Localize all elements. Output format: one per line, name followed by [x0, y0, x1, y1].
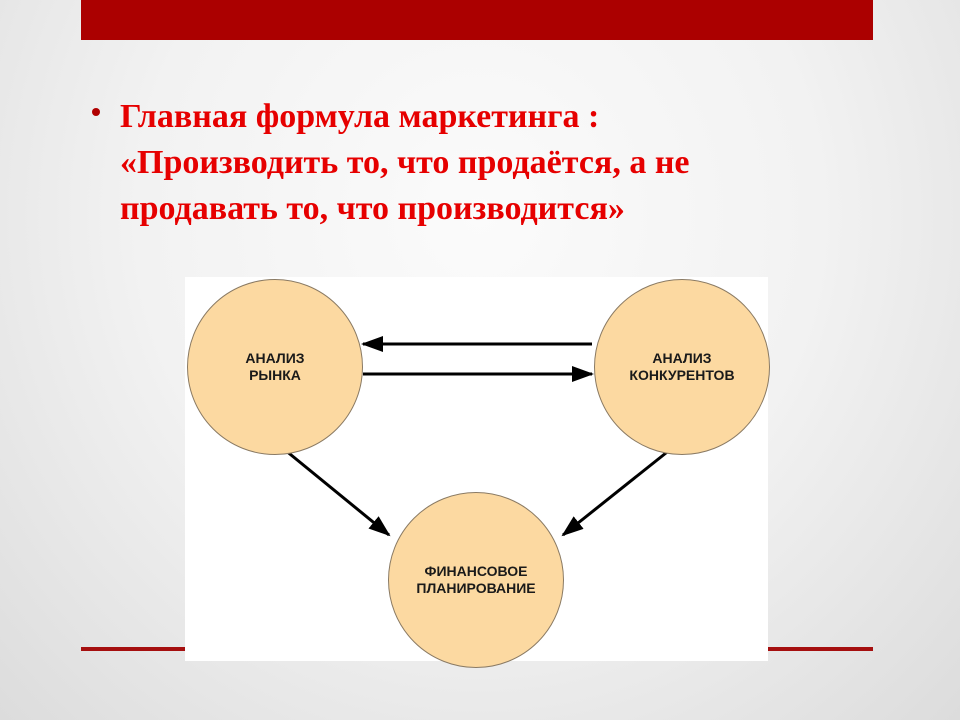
node-label-line: АНАЛИЗ — [245, 350, 305, 366]
bullet-line-2: «Производить то, что продаётся, а не — [120, 144, 690, 181]
diagram-arrows — [273, 336, 682, 537]
bullet-text: Главная формула маркетинга : «Производит… — [120, 94, 872, 232]
bullet-line-3: продавать то, что производится» — [120, 190, 625, 227]
node-label-line: РЫНКА — [249, 367, 301, 383]
node-competitor-analysis: АНАЛИЗ КОНКУРЕНТОВ — [594, 279, 770, 455]
title-bar — [81, 0, 873, 40]
node-label-line: ПЛАНИРОВАНИЕ — [416, 580, 536, 596]
node-label-line: КОНКУРЕНТОВ — [629, 367, 735, 383]
node-label-line: АНАЛИЗ — [652, 350, 712, 366]
footer-line-left — [81, 647, 186, 651]
marketing-diagram: АНАЛИЗ РЫНКА АНАЛИЗ КОНКУРЕНТОВ ФИНАНСОВ… — [185, 277, 770, 668]
node-market-analysis: АНАЛИЗ РЫНКА — [187, 279, 363, 455]
node-financial-planning: ФИНАНСОВОЕ ПЛАНИРОВАНИЕ — [388, 492, 564, 668]
arrow-market-to-finance — [273, 439, 391, 537]
bullet-point: Главная формула маркетинга : «Производит… — [92, 94, 872, 232]
footer-line-right — [767, 647, 873, 651]
bullet-icon — [92, 108, 100, 116]
node-label-line: ФИНАНСОВОЕ — [424, 563, 528, 579]
bullet-line-1: Главная формула маркетинга : — [120, 98, 600, 135]
arrow-competitors-to-finance — [561, 439, 682, 537]
